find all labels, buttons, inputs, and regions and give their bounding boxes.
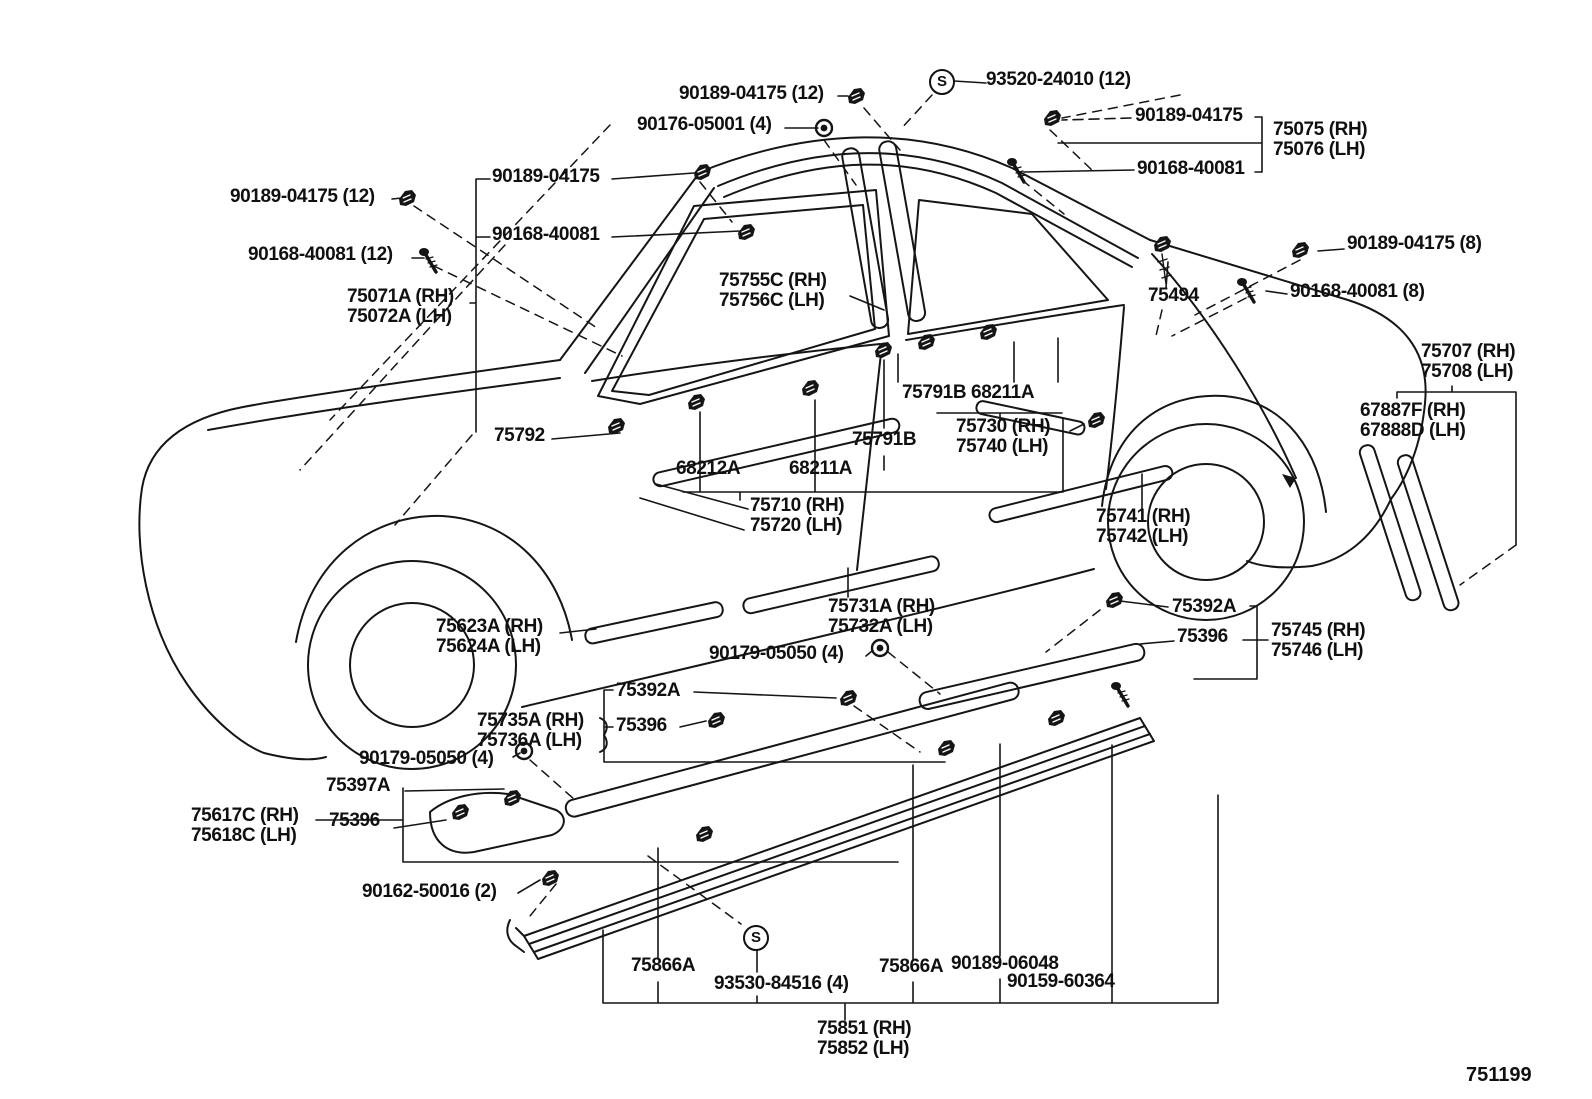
clip-icon <box>737 223 756 241</box>
grommet-icon <box>514 741 534 761</box>
moulding-parts <box>429 140 1460 960</box>
diagram-code: 751199 <box>1466 1064 1532 1086</box>
clip-icon <box>1105 591 1124 609</box>
clip-icon <box>607 417 626 435</box>
clip-icon <box>917 333 936 351</box>
clip-icon <box>503 789 522 807</box>
clip-icon <box>1047 709 1066 727</box>
clip-icon <box>707 711 726 729</box>
clip-icon <box>1291 241 1310 259</box>
clip-icon <box>1043 109 1062 127</box>
grommet-icon <box>870 638 890 658</box>
clip-icon <box>801 379 820 397</box>
clip-icon <box>1087 411 1106 429</box>
clip-icon <box>1153 235 1172 253</box>
screw-icon <box>1109 680 1131 708</box>
clip-icon <box>693 163 712 181</box>
car-body-outline <box>138 136 1427 770</box>
clip-icon <box>687 393 706 411</box>
screw-icon <box>417 246 439 274</box>
screw-icon <box>1005 156 1027 184</box>
clip-icon <box>695 825 714 843</box>
leader-lines <box>315 80 1517 1021</box>
clip-icon <box>937 739 956 757</box>
clip-icon <box>451 803 470 821</box>
fastener-icons <box>398 87 1310 887</box>
clip-icon <box>839 689 858 707</box>
projection-lines <box>299 94 1517 925</box>
clip-icon <box>847 87 866 105</box>
